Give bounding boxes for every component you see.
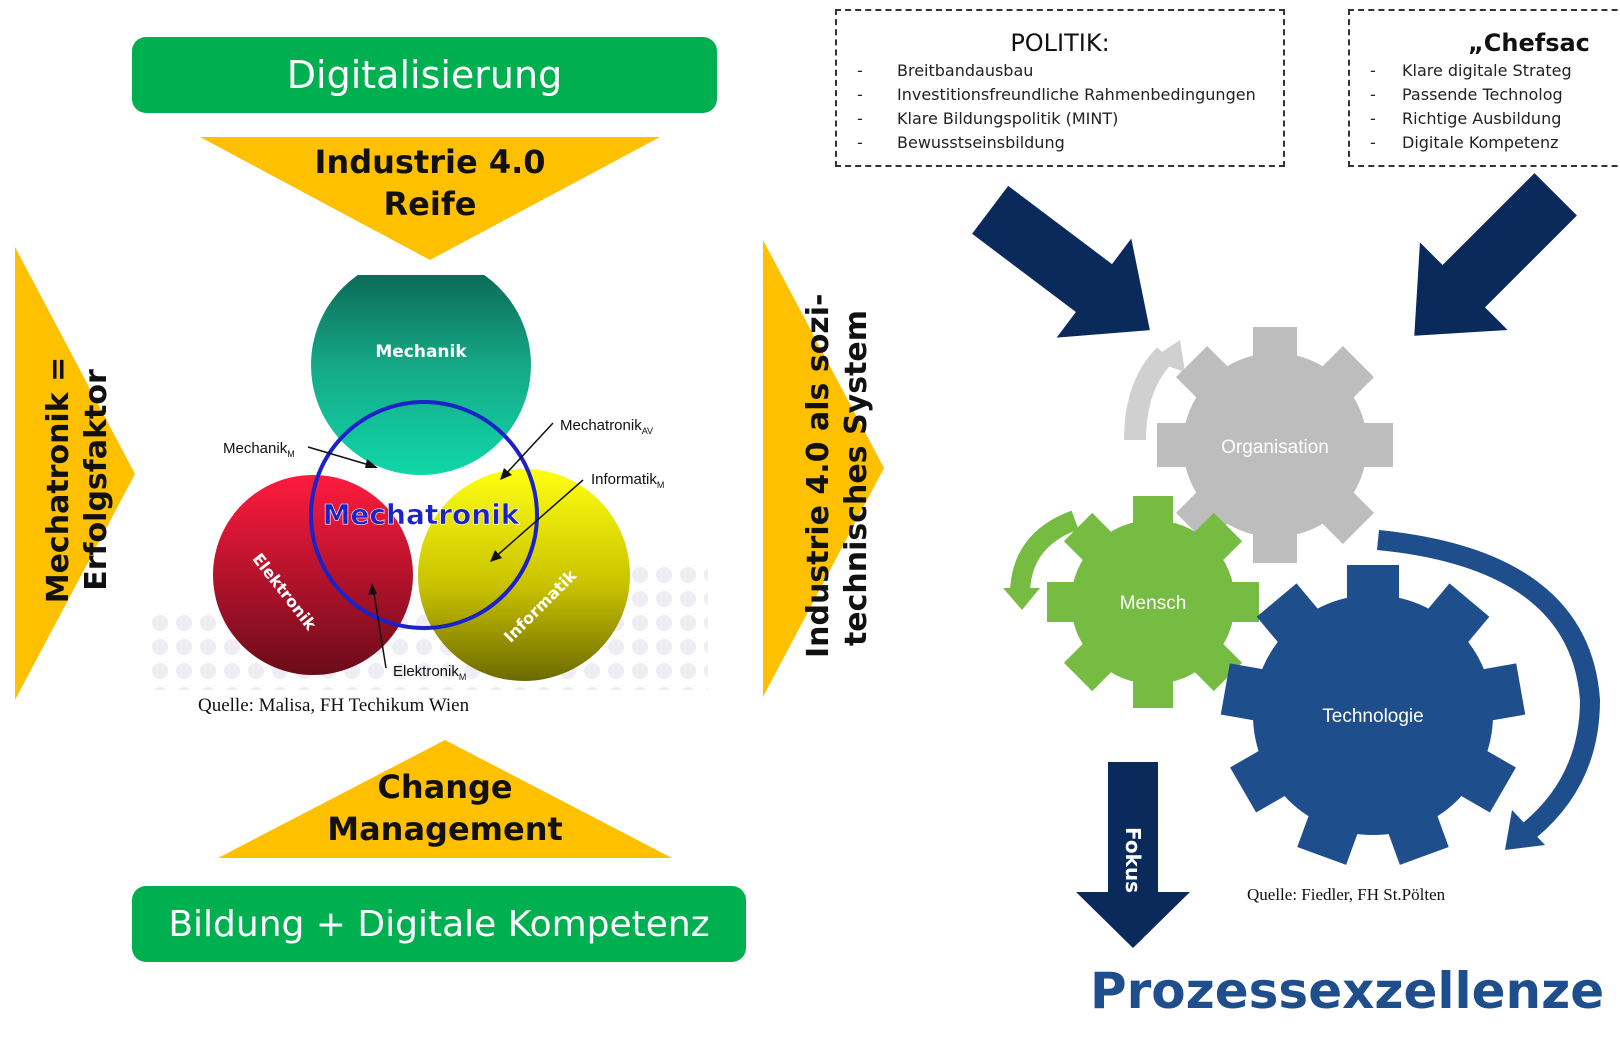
venn-source: Quelle: Malisa, FH Techikum Wien: [198, 695, 470, 716]
chefsache-title: „Chefsac: [1468, 29, 1590, 57]
digitalisierung-label: Digitalisierung: [286, 53, 563, 97]
mechanik-m-arrowhead: [365, 459, 378, 468]
mechatronik-circle-label: Mechatronik: [323, 498, 521, 531]
right-triangle-line1: Industrie 4.0 als sozi-: [801, 293, 836, 659]
elektronik-m-arrow: [372, 586, 387, 669]
gray-cycle-arrowhead: [1150, 340, 1185, 372]
chefsache-arrow: [1414, 173, 1577, 336]
left-triangle-line2: Erfolgsfaktor: [78, 369, 114, 591]
digitalisierung-bar: Digitalisierung: [132, 37, 717, 113]
bottom-triangle-line2: Management: [327, 809, 563, 848]
left-triangle-text: Mechatronik = Erfolgsfaktor: [40, 320, 140, 640]
bottom-triangle-text: Change Management: [295, 767, 595, 850]
top-triangle-line2: Reife: [383, 184, 477, 223]
mechanik-m-label: MechanikM: [223, 440, 295, 459]
list-item: -Passende Technolog: [1370, 85, 1563, 104]
informatik-circle: [418, 469, 630, 681]
politik-list: -Breitbandausbau -Investitionsfreundlich…: [857, 59, 1283, 155]
right-triangle: [763, 240, 884, 697]
mechanik-circle-label: Mechanik: [375, 342, 467, 362]
top-triangle-line1: Industrie 4.0: [314, 143, 546, 181]
list-item: -Bewusstseinsbildung: [857, 133, 1065, 152]
prozessexzellenz-title: Prozessexzellenze: [1090, 962, 1605, 1020]
top-triangle-text: Industrie 4.0 Reife: [280, 142, 580, 225]
politik-arrow: [972, 185, 1150, 338]
organisation-label: Organisation: [1221, 437, 1329, 458]
mensch-gear: Mensch: [1047, 496, 1259, 708]
top-triangle: [200, 137, 660, 260]
organisation-gear: Organisation: [1157, 327, 1393, 563]
list-item: -Richtige Ausbildung: [1370, 109, 1562, 128]
gears-source: Quelle: Fiedler, FH St.Pölten: [1247, 885, 1446, 904]
left-triangle: [15, 247, 135, 700]
list-item: -Breitbandausbau: [857, 61, 1034, 80]
politik-box: POLITIK: -Breitbandausbau -Investitionsf…: [835, 9, 1285, 167]
bildung-bar: Bildung + Digitale Kompetenz: [132, 886, 746, 962]
list-item: -Klare digitale Strateg: [1370, 61, 1572, 80]
elektronik-circle: [213, 475, 413, 675]
technologie-label: Technologie: [1322, 706, 1423, 727]
bottom-triangle: [218, 740, 672, 858]
mechatronik-av-label: MechatronikAV: [560, 417, 653, 436]
mechanik-circle: [311, 275, 531, 475]
mechatronik-circle: [309, 400, 539, 630]
informatik-m-label: InformatikM: [591, 471, 664, 490]
fokus-arrow: Fokus: [1076, 762, 1190, 948]
elektronik-m-label: ElektronikM: [393, 663, 466, 682]
triangle-shapes: [15, 137, 884, 858]
right-triangle-line2: technisches System: [838, 309, 874, 647]
fokus-label: Fokus: [1121, 827, 1145, 893]
mechatronik-av-arrow: [502, 422, 554, 478]
informatik-m-arrowhead: [490, 550, 502, 562]
bottom-triangle-line1: Change: [377, 768, 513, 806]
list-item: -Digitale Kompetenz: [1370, 133, 1559, 152]
mechatronik-av-arrowhead: [500, 468, 512, 480]
right-triangle-text: Industrie 4.0 als sozi- technisches Syst…: [800, 293, 900, 659]
mensch-label: Mensch: [1120, 593, 1187, 614]
green-cycle-arrowhead: [1003, 588, 1040, 610]
blue-cycle-arrow: [1377, 530, 1601, 838]
list-item: -Investitionsfreundliche Rahmenbedingung…: [857, 85, 1256, 104]
informatik-m-arrow: [492, 479, 584, 560]
elektronik-m-arrowhead: [368, 583, 377, 595]
technologie-gear: Technologie: [1220, 565, 1526, 865]
blue-cycle-arrowhead: [1505, 810, 1545, 850]
left-triangle-line1: Mechatronik =: [41, 356, 76, 604]
mechanik-m-arrow: [307, 446, 377, 468]
mechatronik-venn: Mechanik Mechatronik Elektronik Informat…: [148, 275, 708, 690]
chefsache-box: „Chefsac -Klare digitale Strateg -Passen…: [1348, 9, 1620, 167]
bildung-label: Bildung + Digitale Kompetenz: [168, 903, 710, 945]
green-cycle-arrow: [1010, 510, 1079, 596]
gears-diagram: Organisation Mensch: [972, 173, 1601, 948]
list-item: -Klare Bildungspolitik (MINT): [857, 109, 1119, 128]
politik-title: POLITIK:: [1010, 29, 1110, 57]
chefsache-list: -Klare digitale Strateg -Passende Techno…: [1370, 59, 1620, 155]
